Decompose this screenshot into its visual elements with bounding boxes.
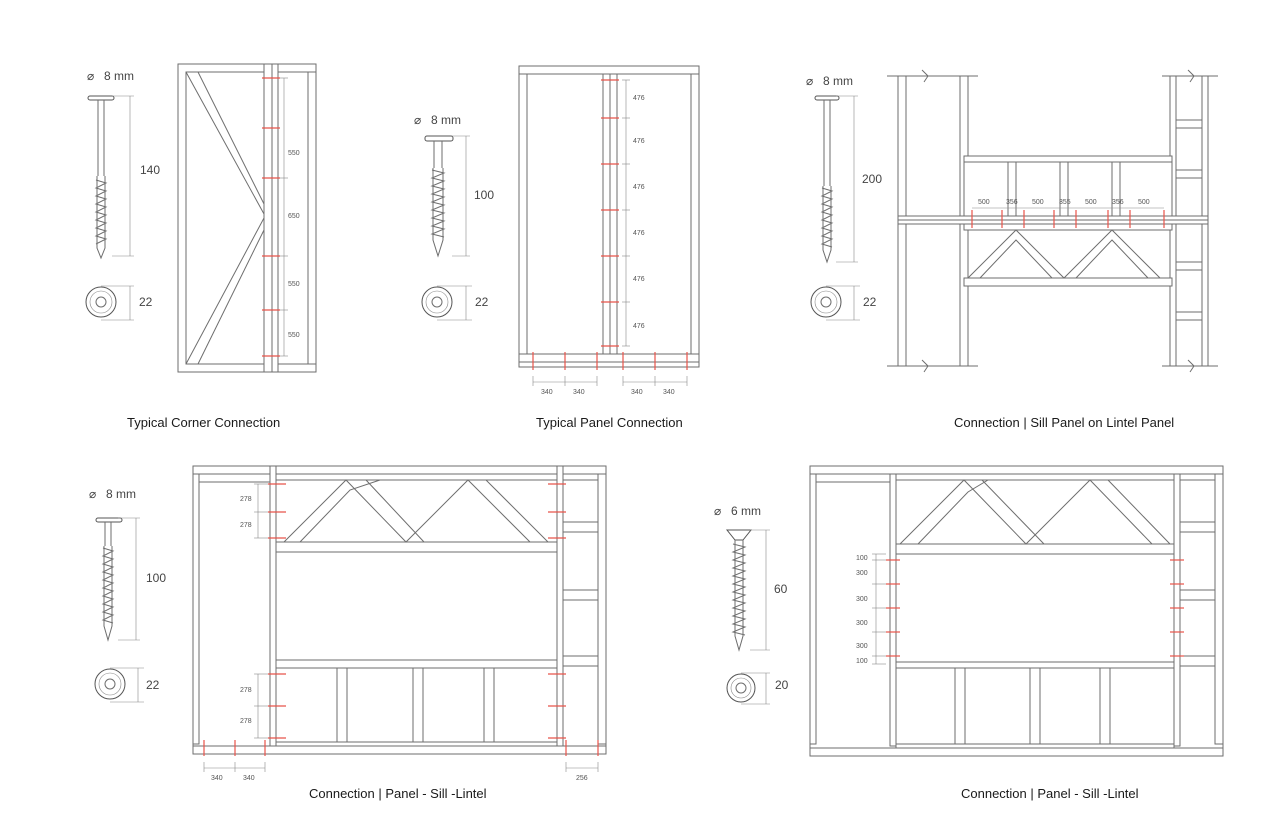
panel-dim-4: 476	[633, 230, 645, 237]
diameter-symbol: ⌀	[806, 74, 813, 88]
screw-icon	[424, 135, 454, 258]
sill-dim-5: 500	[1085, 199, 1097, 206]
sill-on-lintel-elevation: 500 356 500 355 500 356 500	[887, 69, 1218, 373]
screw-head-icon	[85, 286, 117, 318]
caption-panel-sill-lintel-1: Connection | Panel - Sill -Lintel	[309, 786, 487, 801]
screw-head-label: 22	[146, 678, 160, 692]
screw-diameter-label: 8 mm	[823, 74, 853, 88]
diameter-symbol: ⌀	[414, 113, 421, 127]
corner-dim-3: 550	[288, 281, 300, 288]
screw-icon	[725, 529, 753, 652]
psl2-dim-6: 100	[856, 658, 868, 665]
corner-connection-elevation: 550 650 550 550	[177, 63, 317, 373]
screw-head-icon	[810, 286, 842, 318]
sill-dim-2: 356	[1006, 199, 1018, 206]
diameter-symbol: ⌀	[87, 69, 94, 83]
psl1-bottom-dim-2: 278	[240, 718, 252, 725]
corner-screw-marks	[262, 77, 280, 357]
screw-diameter-label: 8 mm	[106, 487, 136, 501]
sill-dim-7: 500	[1138, 199, 1150, 206]
screw-detail-2: ⌀ 8 mm 100 22	[414, 113, 494, 321]
sill-lintel-screw-marks	[971, 210, 1165, 228]
screw-detail-3: ⌀ 8 mm 200 22	[806, 74, 882, 321]
psl1-horizontal-dim-1: 340	[211, 775, 223, 782]
screw-head-label: 20	[775, 678, 789, 692]
screw-diameter-label: 6 mm	[731, 504, 761, 518]
panel-dim-2: 476	[633, 138, 645, 145]
screw-diameter-label: 8 mm	[431, 113, 461, 127]
psl2-dim-2: 300	[856, 570, 868, 577]
panel-dim-6: 476	[633, 323, 645, 330]
panel-dim-5: 476	[633, 276, 645, 283]
sill-dim-1: 500	[978, 199, 990, 206]
screw-length-label: 140	[140, 163, 160, 177]
corner-dim-1: 550	[288, 150, 300, 157]
psl2-dim-4: 300	[856, 620, 868, 627]
panel-dim-1: 476	[633, 95, 645, 102]
panel-bottom-dim-2: 340	[573, 389, 585, 396]
caption-corner: Typical Corner Connection	[127, 415, 280, 430]
caption-panel-sill-lintel-2: Connection | Panel - Sill -Lintel	[961, 786, 1139, 801]
screw-head-label: 22	[863, 295, 877, 309]
panel-bottom-dim-3: 340	[631, 389, 643, 396]
psl2-dim-3: 300	[856, 596, 868, 603]
screw-detail-1: ⌀ 8 mm 140 22	[85, 69, 160, 321]
panel-bottom-dim-1: 340	[541, 389, 553, 396]
screw-length-label: 100	[474, 188, 494, 202]
psl2-screw-marks	[886, 559, 1184, 657]
panel-screw-marks	[532, 79, 688, 370]
psl2-dim-5: 300	[856, 643, 868, 650]
psl1-horizontal-dim-2: 340	[243, 775, 255, 782]
panel-dim-3: 476	[633, 184, 645, 191]
screw-head-icon	[421, 286, 453, 318]
screw-diameter-label: 8 mm	[104, 69, 134, 83]
psl2-dim-1: 100	[856, 555, 868, 562]
screw-head-label: 22	[475, 295, 489, 309]
corner-dim-2: 650	[288, 213, 300, 220]
screw-length-label: 60	[774, 582, 788, 596]
sill-dim-3: 500	[1032, 199, 1044, 206]
screw-detail-5: ⌀ 6 mm 60 20	[714, 504, 789, 705]
psl1-top-dim-2: 278	[240, 522, 252, 529]
sill-dim-6: 356	[1112, 199, 1124, 206]
psl1-screw-marks	[203, 483, 599, 756]
sill-dim-4: 355	[1059, 199, 1071, 206]
screw-length-label: 100	[146, 571, 166, 585]
screw-head-icon	[726, 673, 756, 703]
panel-connection-elevation: 476 476 476 476 476 476 340 340 340 340	[518, 65, 700, 396]
diameter-symbol: ⌀	[714, 504, 721, 518]
diameter-symbol: ⌀	[89, 487, 96, 501]
screw-icon	[814, 95, 840, 264]
panel-sill-lintel-elevation-1: 278 278 278 278 340 340 256	[192, 465, 607, 782]
psl1-right-dim: 256	[576, 775, 588, 782]
corner-dim-4: 550	[288, 332, 300, 339]
panel-bottom-dim-4: 340	[663, 389, 675, 396]
caption-panel: Typical Panel Connection	[536, 415, 683, 430]
caption-sill-lintel: Connection | Sill Panel on Lintel Panel	[954, 415, 1174, 430]
screw-head-icon	[94, 668, 126, 700]
screw-detail-4: ⌀ 8 mm 100 22	[89, 487, 166, 703]
psl1-bottom-dim-1: 278	[240, 687, 252, 694]
screw-length-label: 200	[862, 172, 882, 186]
screw-icon	[95, 517, 123, 642]
screw-head-label: 22	[139, 295, 153, 309]
screw-icon	[87, 95, 115, 260]
panel-sill-lintel-elevation-2: 100 300 300 300 300 100	[809, 465, 1224, 757]
psl1-top-dim-1: 278	[240, 496, 252, 503]
